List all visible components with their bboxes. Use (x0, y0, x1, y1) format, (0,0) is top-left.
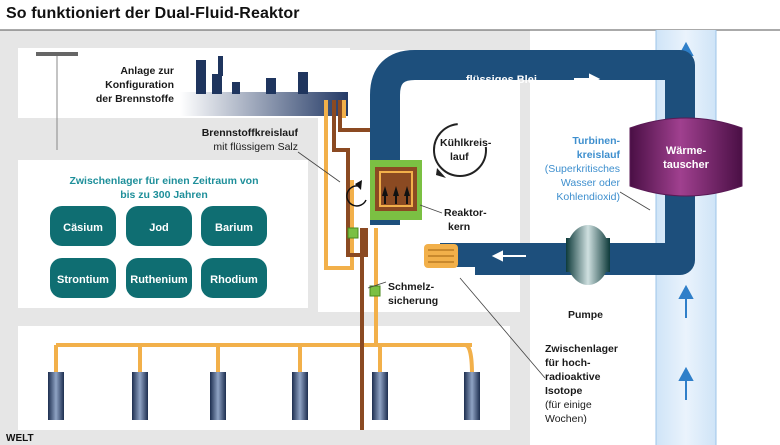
fuse-marker-lower (369, 285, 381, 297)
label-schmelzsicherung: Schmelz- sicherung (388, 281, 438, 307)
leader-lines (297, 151, 651, 379)
cooling-rotation-arrow (433, 123, 487, 178)
isotope-pill-3: Barium (201, 206, 267, 246)
isotope-pill-5: Ruthenium (126, 258, 192, 298)
lead-flow-arrows (491, 73, 601, 262)
fuel-loop-lines (332, 100, 372, 430)
svg-text:(für einige: (für einige (545, 399, 592, 411)
svg-text:Turbinen-: Turbinen- (572, 135, 620, 147)
refinery-building (180, 56, 348, 116)
welt-logo: WELT (6, 433, 34, 444)
bottom-storage-box (18, 326, 510, 430)
isotope-label: Cäsium (63, 222, 103, 234)
svg-text:Wärme-: Wärme- (666, 145, 707, 157)
svg-text:der Brennstoffe: der Brennstoffe (96, 93, 174, 105)
lead-pipe-loop (370, 50, 695, 275)
label-anlage: Anlage zur Konfiguration der Brennstoffe (96, 65, 174, 105)
svg-text:lauf: lauf (450, 151, 469, 163)
svg-text:mit flüssigem Salz: mit flüssigem Salz (213, 141, 298, 153)
svg-text:radioaktive: radioaktive (545, 371, 601, 383)
svg-text:Konfiguration: Konfiguration (105, 79, 174, 91)
salt-rotation-arrow (346, 185, 367, 207)
svg-text:bis zu 300 Jahren: bis zu 300 Jahren (120, 189, 208, 201)
label-pumpe: Pumpe (568, 309, 603, 321)
svg-text:Brennstoffkreislauf: Brennstoffkreislauf (202, 127, 299, 139)
svg-text:sicherung: sicherung (388, 295, 438, 307)
isotope-pill-1: Cäsium (50, 206, 116, 246)
svg-text:(Superkritisches: (Superkritisches (545, 163, 620, 175)
reactor-core (370, 160, 422, 220)
isotope-label: Strontium (57, 274, 109, 286)
svg-text:Zwischenlager für einen Zeitra: Zwischenlager für einen Zeitraum von (69, 175, 258, 187)
label-brennstoffkreislauf: Brennstoffkreislauf mit flüssigem Salz (202, 127, 299, 153)
svg-text:kreislauf: kreislauf (577, 149, 621, 161)
isotope-pill-6: Rhodium (201, 258, 267, 298)
label-zwischenlager-zeit: Zwischenlager für einen Zeitraum von bis… (69, 175, 258, 201)
ceiling-hook (36, 52, 78, 150)
salt-rotation-arrowhead (355, 180, 362, 190)
svg-text:Zwischenlager: Zwischenlager (545, 343, 618, 355)
isotope-label: Ruthenium (130, 274, 188, 286)
svg-text:Wasser oder: Wasser oder (561, 177, 621, 189)
svg-text:tauscher: tauscher (663, 159, 710, 171)
label-fluessiges-blei: flüssiges Blei (466, 74, 537, 86)
svg-text:Kohlendioxid): Kohlendioxid) (556, 191, 620, 203)
svg-text:Kühlkreis-: Kühlkreis- (440, 137, 492, 149)
fuse-marker-upper (347, 227, 359, 239)
label-waermetauscher: Wärme- tauscher (663, 145, 710, 171)
label-reaktorkern: Reaktor- kern (444, 207, 487, 233)
svg-text:Anlage zur: Anlage zur (120, 65, 174, 77)
page-title: So funktioniert der Dual-Fluid-Reaktor (6, 5, 300, 22)
isotope-label: Rhodium (210, 274, 258, 286)
svg-text:Schmelz-: Schmelz- (388, 281, 435, 293)
svg-text:Reaktor-: Reaktor- (444, 207, 487, 219)
waste-canisters (48, 372, 480, 420)
isotope-pill-4: Strontium (50, 258, 116, 298)
label-zwischenlager-hoch: Zwischenlager für hoch- radioaktive Isot… (545, 343, 618, 425)
svg-text:Wochen): Wochen) (545, 413, 587, 425)
label-turbinenkreislauf: Turbinen- kreislauf (Superkritisches Was… (545, 135, 621, 203)
isotope-pill-2: Jod (126, 206, 192, 246)
salt-heat-coil (424, 244, 458, 268)
label-kuehlkreislauf: Kühlkreis- lauf (440, 137, 492, 163)
heat-exchanger (629, 117, 743, 197)
isotope-label: Jod (149, 222, 169, 234)
isotope-label: Barium (215, 222, 253, 234)
svg-text:Isotope: Isotope (545, 385, 582, 397)
svg-text:für hoch-: für hoch- (545, 357, 591, 369)
pump (566, 225, 610, 285)
svg-text:kern: kern (448, 221, 470, 233)
